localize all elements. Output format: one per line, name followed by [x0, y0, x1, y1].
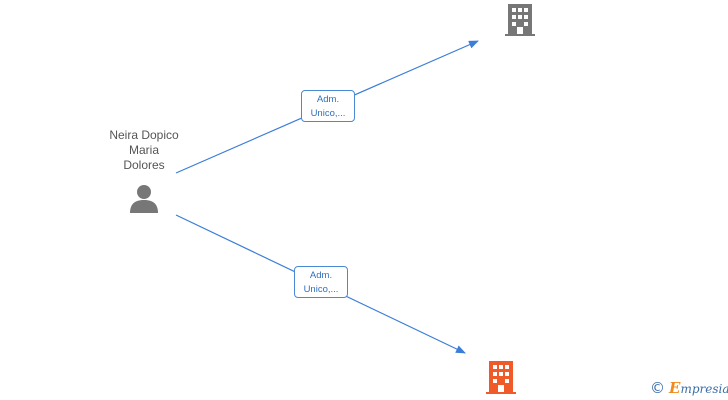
person-name-label[interactable]: Neira Dopico Maria Dolores: [109, 128, 179, 172]
empresia-logo-initial: E: [669, 379, 681, 397]
edge-label-top[interactable]: Adm. Unico,...: [301, 90, 355, 122]
empresia-logo-text: mpresia: [680, 382, 728, 396]
building-icon[interactable]: [486, 361, 516, 394]
building-icon[interactable]: [505, 4, 535, 36]
empresia-logo: Empresia: [669, 379, 728, 397]
edge-label-bottom[interactable]: Adm. Unico,...: [294, 266, 348, 298]
person-icon[interactable]: [129, 184, 159, 213]
empresia-watermark: © Empresia: [650, 378, 728, 398]
copyright-icon: ©: [650, 379, 665, 397]
